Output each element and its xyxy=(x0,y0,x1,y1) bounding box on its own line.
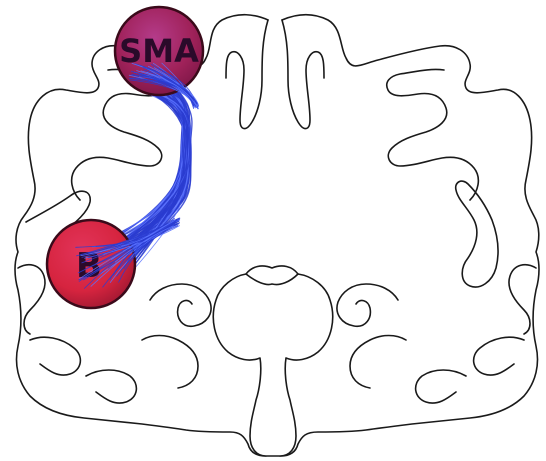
b-region: B xyxy=(47,220,135,308)
sma-label: SMA xyxy=(119,32,199,70)
thalamus-brainstem xyxy=(213,266,332,456)
right-hemisphere xyxy=(280,15,539,456)
